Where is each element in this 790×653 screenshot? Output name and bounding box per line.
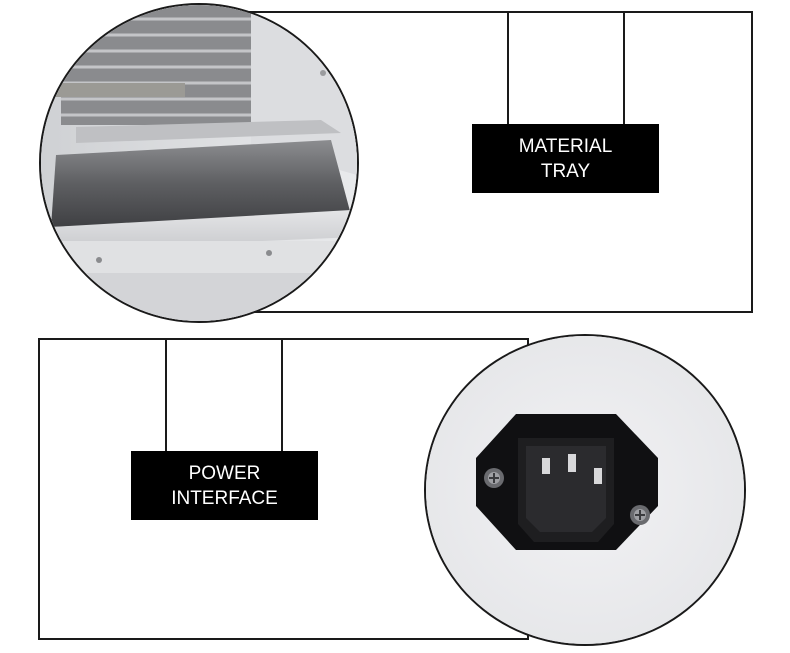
material-tray-illustration: [41, 5, 357, 321]
material-tray-label-line1: MATERIAL: [518, 135, 613, 157]
power-interface-label-line1: POWER: [188, 462, 261, 484]
material-tray-connector-left: [507, 12, 509, 126]
power-interface-label-line2: INTERFACE: [171, 487, 278, 509]
material-tray-label-line2: TRAY: [540, 160, 591, 182]
power-interface-connector-left: [165, 339, 167, 453]
material-tray-label: MATERIAL TRAY: [472, 124, 659, 193]
power-socket-illustration: [426, 336, 744, 644]
power-interface-label: POWER INTERFACE: [131, 451, 318, 520]
material-tray-photo: [39, 3, 359, 323]
power-interface-connector-right: [281, 339, 283, 453]
power-interface-photo: [424, 334, 746, 646]
material-tray-connector-right: [623, 12, 625, 126]
